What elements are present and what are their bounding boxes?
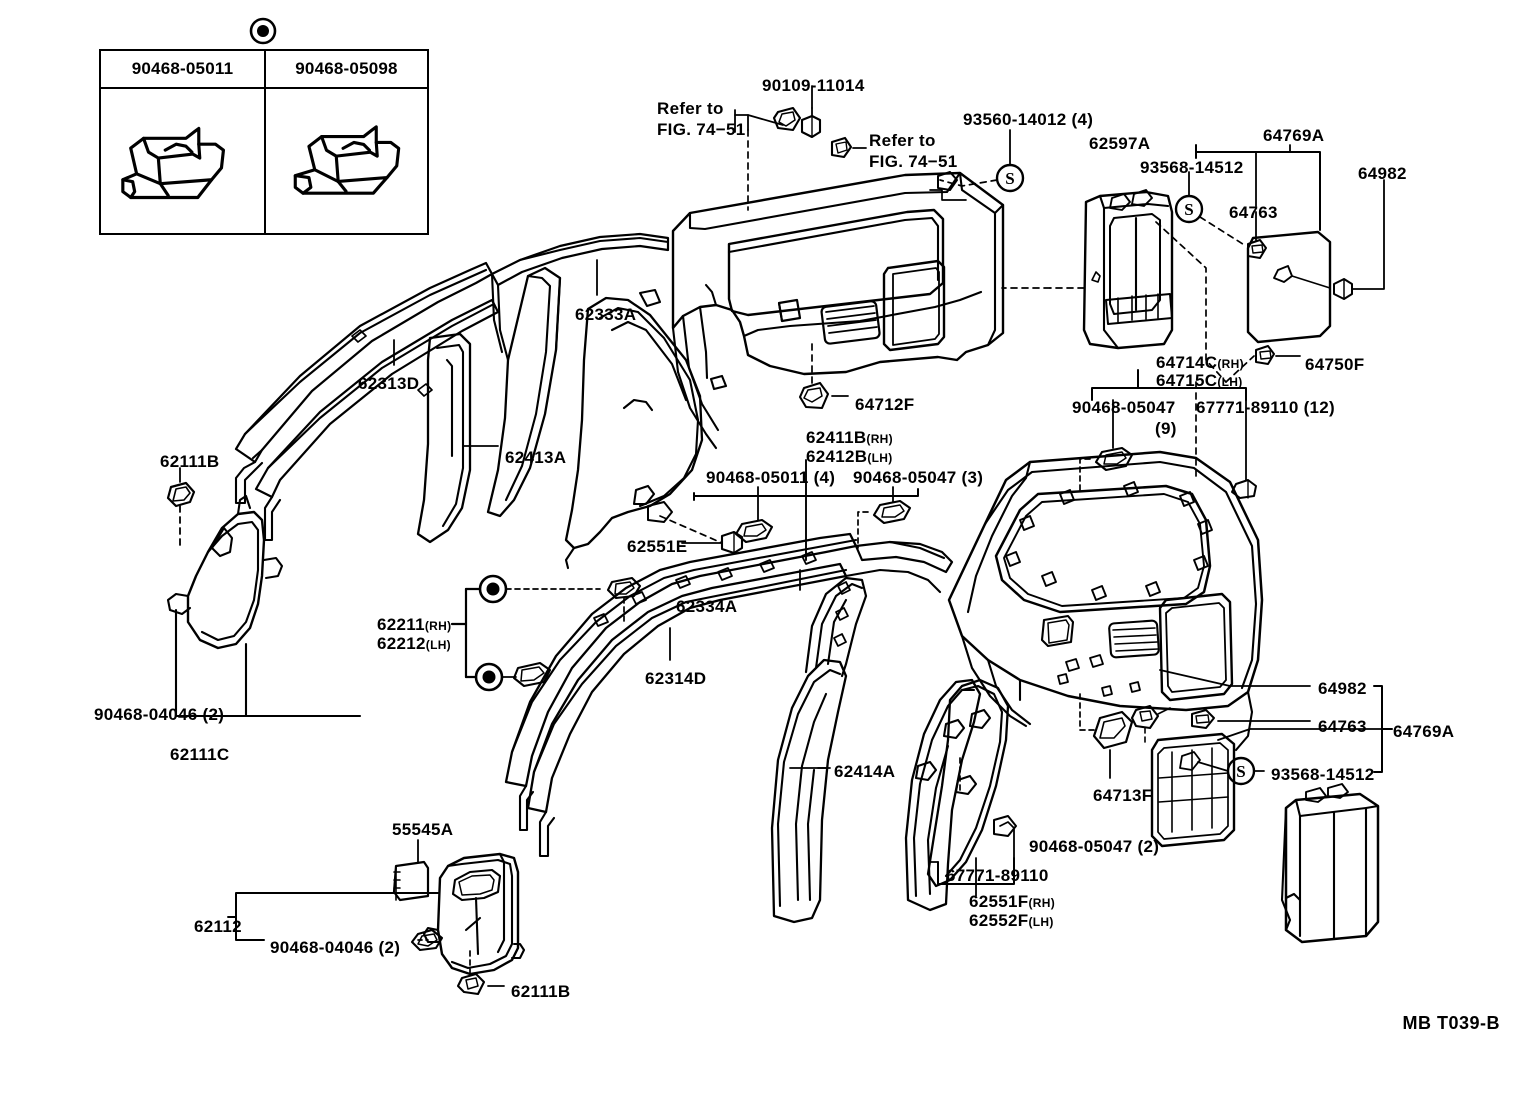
callout-64715c: 64715C(LH) [1156, 371, 1243, 390]
callout-refer-to-2-line1: Refer to [869, 131, 936, 150]
callout-62551f-suffix: (RH) [1028, 896, 1055, 910]
callout-62314d: 62314D [645, 669, 707, 688]
callout-93568-14512-top: 93568-14512 [1140, 158, 1244, 177]
legend-header-2: 90468-05098 [266, 51, 427, 89]
callout-62333a: 62333A [575, 305, 637, 324]
callout-90468-04046-2-lower: 90468-04046 (2) [270, 938, 401, 957]
callout-62552f-suffix: (LH) [1028, 915, 1054, 929]
callout-62212: 62212(LH) [377, 634, 451, 653]
callout-90468-05047-2: 90468-05047 (2) [1029, 837, 1160, 856]
callout-62413a: 62413A [505, 448, 567, 467]
callout-64714c-suffix: (RH) [1217, 357, 1244, 371]
callout-93560-14012: 93560-14012 (4) [963, 110, 1094, 129]
callout-64763-bottom: 64763 [1318, 717, 1367, 736]
legend-clip-icon-1 [101, 89, 264, 233]
callout-62551f: 62551F(RH) [969, 892, 1055, 911]
callout-90468-04046-2-upper: 90468-04046 (2) [94, 705, 225, 724]
callout-64750f: 64750F [1305, 355, 1365, 374]
callout-93568-14512-bottom: 93568-14512 [1271, 765, 1375, 784]
callout-64714c: 64714C(RH) [1156, 353, 1244, 372]
legend-box: 90468-05011 90468-05098 [99, 49, 429, 235]
callout-62597a: 62597A [1089, 134, 1151, 153]
callout-refer-to-1-line2: FIG. 74−51 [657, 120, 746, 139]
callout-62111b-upper: 62111B [160, 452, 220, 471]
callout-62414a: 62414A [834, 762, 896, 781]
callout-62412b-suffix: (LH) [867, 451, 893, 465]
callout-64982-top: 64982 [1358, 164, 1407, 183]
legend-cell-1: 90468-05011 [101, 51, 264, 233]
callout-62112: 62112 [194, 917, 242, 936]
callout-90468-05011-4: 90468-05011 (4) [706, 468, 836, 487]
callout-64769a-top: 64769A [1263, 126, 1325, 145]
callout-62111b-lower: 62111B [511, 982, 571, 1001]
svg-text:S: S [1236, 762, 1245, 781]
callout-refer-to-2-line2: FIG. 74−51 [869, 152, 958, 171]
legend-part-number-1: 90468-05011 [131, 59, 234, 78]
callout-90109-11014: 90109-11014 [762, 76, 865, 95]
callout-refer-to-1-line1: Refer to [657, 99, 724, 118]
legend-cell-2: 90468-05098 [264, 51, 427, 233]
svg-text:S: S [1184, 200, 1193, 219]
callout-62313d: 62313D [358, 374, 420, 393]
callout-62111c: 62111C [170, 745, 230, 764]
callout-64713f: 64713F [1093, 786, 1153, 805]
svg-text:S: S [1005, 169, 1014, 188]
callout-64712f: 64712F [855, 395, 915, 414]
callout-64715c-suffix: (LH) [1217, 375, 1243, 389]
callout-90468-05047-9-qty: (9) [1155, 419, 1177, 438]
callout-62551e: 62551E [627, 537, 688, 556]
callout-62411b-suffix: (RH) [866, 432, 893, 446]
callout-62212-suffix: (LH) [425, 638, 451, 652]
callout-90468-05047-9: 90468-05047 [1072, 398, 1176, 417]
callout-62211: 62211(RH) [377, 615, 452, 634]
legend-header-1: 90468-05011 [101, 51, 264, 89]
figure-code: MB T039-B [1402, 1013, 1500, 1033]
callout-55545a: 55545A [392, 820, 454, 839]
callout-64763-top: 64763 [1229, 203, 1278, 222]
callout-64982-bottom: 64982 [1318, 679, 1367, 698]
callout-62412b: 62412B(LH) [806, 447, 893, 466]
legend-clip-icon-2 [266, 89, 427, 233]
callout-90468-05047-3: 90468-05047 (3) [853, 468, 984, 487]
callout-67771-89110: 67771-89110 [946, 866, 1049, 885]
callout-64769a-bottom: 64769A [1393, 722, 1455, 741]
callout-62211-suffix: (RH) [424, 619, 452, 633]
callout-67771-89110-12: 67771-89110 (12) [1196, 398, 1336, 417]
callout-62552f: 62552F(LH) [969, 911, 1054, 930]
legend-part-number-2: 90468-05098 [295, 59, 398, 78]
callout-62411b: 62411B(RH) [806, 428, 893, 447]
callout-62334a: 62334A [676, 597, 738, 616]
